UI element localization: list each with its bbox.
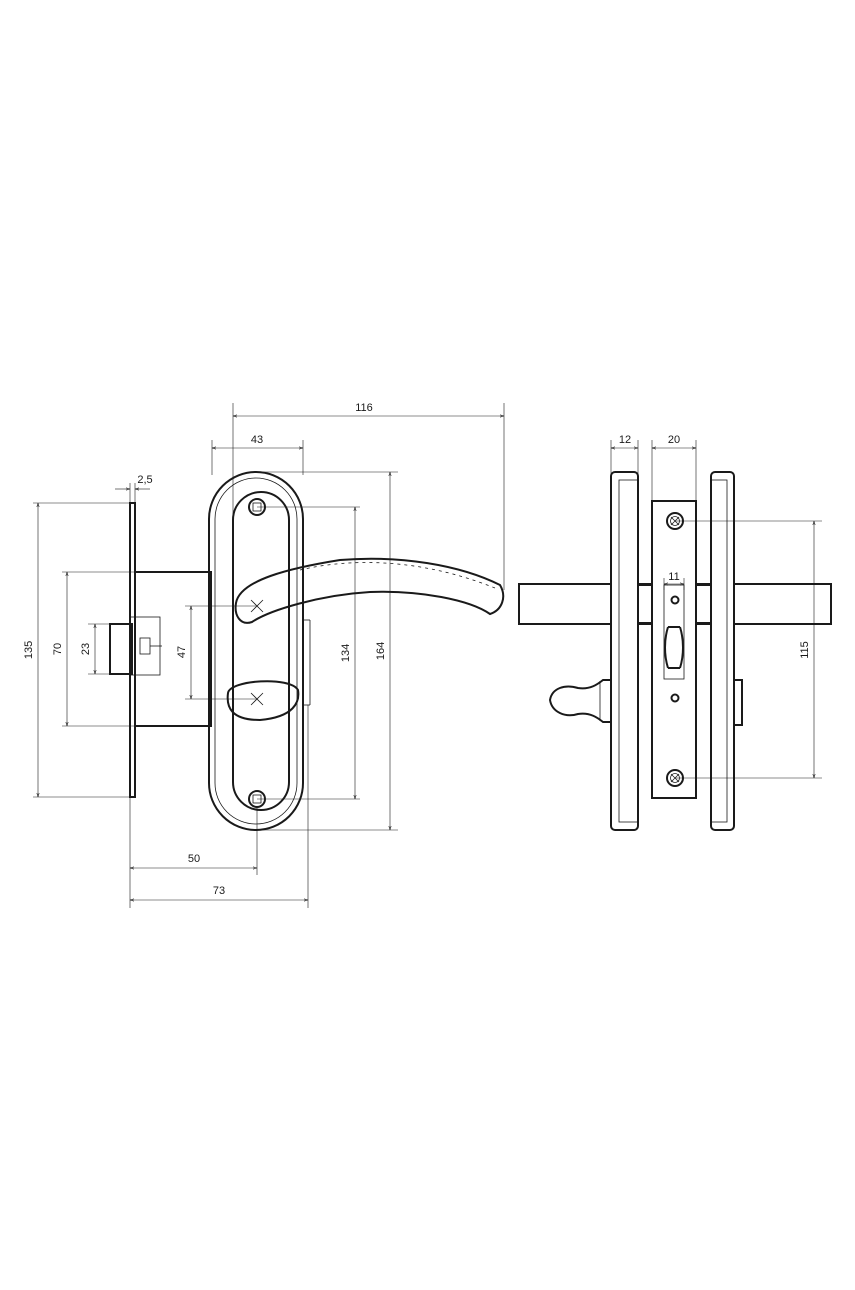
dim-rosette-height: 164 xyxy=(375,642,387,660)
latch-bolt xyxy=(109,616,162,676)
thumb-turn-knob xyxy=(548,679,612,723)
dim-backset: 50 xyxy=(188,853,200,865)
dim-latch-height: 23 xyxy=(80,643,92,655)
dim-depth: 73 xyxy=(213,885,225,897)
lock-body xyxy=(134,571,212,727)
dim-bolt-spacing: 115 xyxy=(799,641,811,659)
dim-screw-spacing: 134 xyxy=(340,644,352,662)
front-view: 116 43 2,5 135 70 23 47 xyxy=(23,402,505,908)
release-tab xyxy=(733,679,743,726)
side-view: 12 20 11 115 xyxy=(518,434,832,831)
right-rosette-side xyxy=(710,471,735,831)
lever-handle xyxy=(234,557,505,624)
dim-body-height: 70 xyxy=(52,643,64,655)
lock-body-side xyxy=(651,500,697,799)
dim-overall-width: 116 xyxy=(355,402,373,414)
dim-faceplate-thickness: 2,5 xyxy=(137,474,152,486)
dim-lock-body-width: 20 xyxy=(668,434,680,446)
left-rosette-side xyxy=(610,471,639,831)
thumb-turn xyxy=(226,680,300,722)
dim-hole-width: 11 xyxy=(668,571,679,583)
dim-total-height: 135 xyxy=(23,641,35,659)
rosette-plate xyxy=(208,471,311,831)
dim-rosette-width: 43 xyxy=(251,434,263,446)
dim-rosette-thickness: 12 xyxy=(619,434,631,446)
dim-spindle-spacing: 47 xyxy=(176,646,188,658)
